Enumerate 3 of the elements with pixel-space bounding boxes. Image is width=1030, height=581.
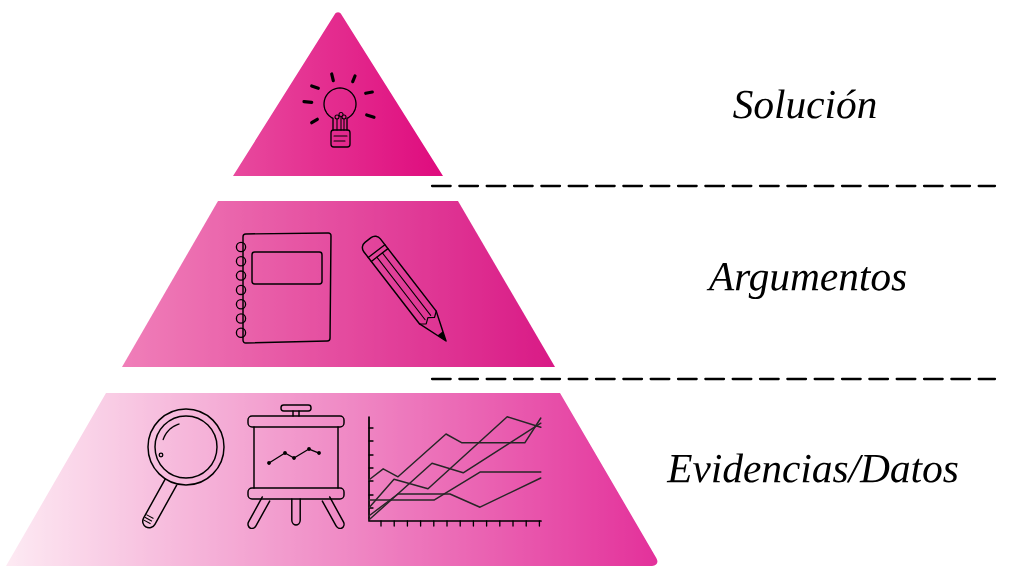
tier-label: Argumentos (706, 262, 906, 300)
tier-label: Evidencias/Datos (666, 453, 958, 483)
tier-label: Solución (733, 89, 876, 119)
